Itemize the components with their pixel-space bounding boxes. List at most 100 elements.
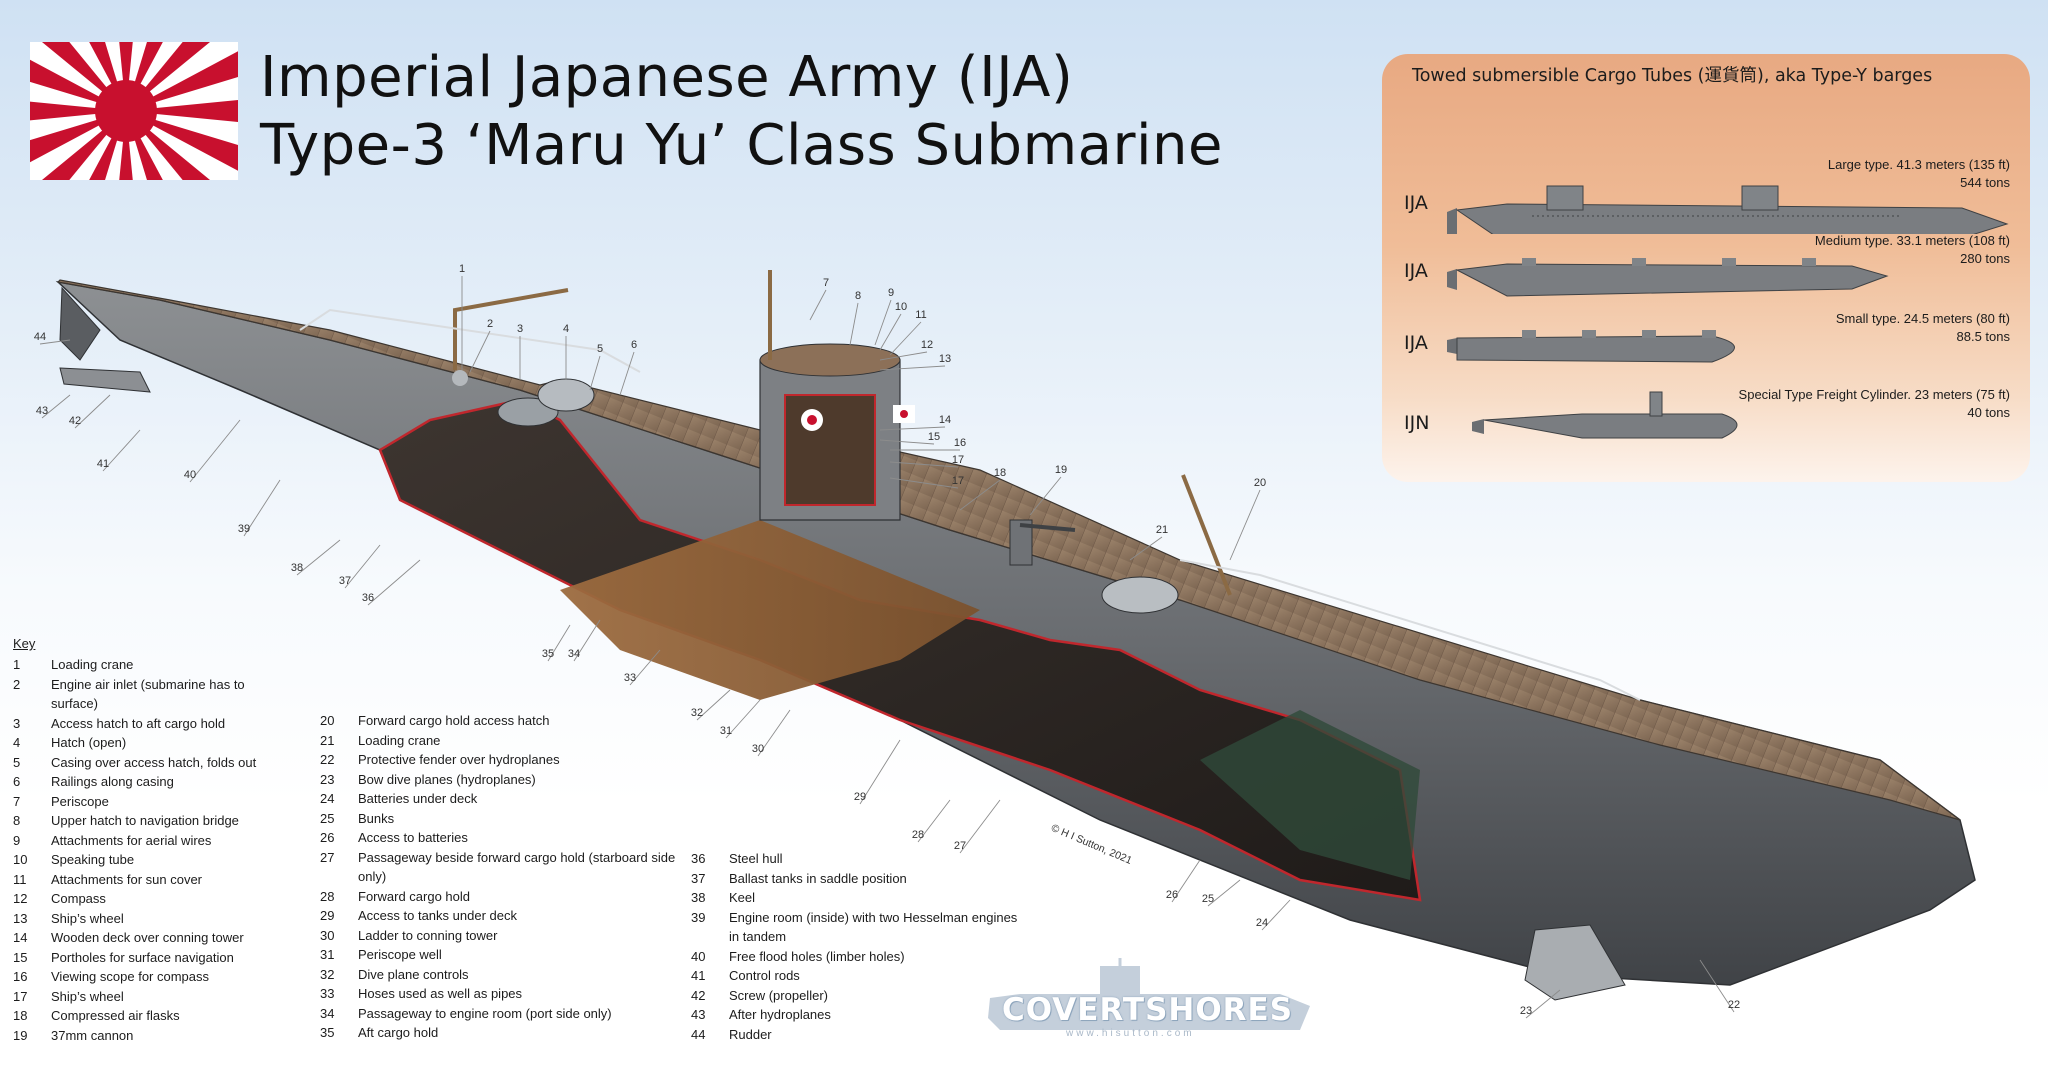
key-item-text: After hydroplanes xyxy=(729,1007,831,1022)
callout-leader-line xyxy=(1261,899,1291,931)
callout-leader-line xyxy=(757,709,791,757)
callout-leader-line xyxy=(1129,536,1163,561)
callout-leader-line xyxy=(189,419,241,483)
key-item-text: Ladder to conning tower xyxy=(358,927,498,943)
callout-number: 13 xyxy=(939,353,951,365)
cargo-tubes-panel: Towed submersible Cargo Tubes (運貨筒), aka… xyxy=(1382,54,2030,482)
flag-ray xyxy=(119,42,133,111)
callout-number: 7 xyxy=(823,277,829,289)
tube-large-drawing xyxy=(1447,185,2009,234)
callout-leader-line xyxy=(102,429,141,472)
key-item-text: Loading crane xyxy=(358,732,441,748)
key-item-number: 23 xyxy=(320,771,335,787)
callout-number: 20 xyxy=(1254,477,1266,489)
key-item-text: Engine air inlet (submarine has to surfa… xyxy=(51,676,245,712)
callout-number: 24 xyxy=(1256,917,1268,929)
callout-number: 4 xyxy=(563,323,569,335)
page-title: Imperial Japanese Army (IJA) xyxy=(260,45,1074,110)
key-item-text: Speaking tube xyxy=(51,852,135,867)
callout-number: 29 xyxy=(854,791,866,803)
callout-leader-line xyxy=(39,339,71,345)
submarine-silhouette-icon xyxy=(988,958,1310,1030)
callout-leader-line xyxy=(243,479,281,537)
callout-leader-line xyxy=(889,477,959,489)
key-item-number: 43 xyxy=(691,1007,706,1022)
key-item-text: Bow dive planes (hydroplanes) xyxy=(358,771,536,787)
key-item-number: 5 xyxy=(13,754,21,770)
key-item-text: Hatch (open) xyxy=(51,735,127,750)
key-item-number: 12 xyxy=(13,891,28,906)
callout-number: 44 xyxy=(34,331,46,343)
callout-leader-line xyxy=(547,624,571,662)
tube-service-label: IJN xyxy=(1404,412,1430,434)
key-item-text: Upper hatch to navigation bridge xyxy=(51,813,239,828)
callout-leader-line xyxy=(917,799,951,843)
callout-number: 15 xyxy=(928,431,940,443)
callout-number: 39 xyxy=(238,523,250,535)
callout-number: 43 xyxy=(36,405,48,417)
callout-leader-line xyxy=(725,699,761,739)
key-item-number: 26 xyxy=(320,830,335,845)
key-item-number: 9 xyxy=(13,832,21,848)
callout-number: 1 xyxy=(459,263,465,275)
callout-number: 2 xyxy=(487,318,493,330)
key-item-text: Access to tanks under deck xyxy=(358,908,517,923)
key-item-number: 40 xyxy=(691,948,706,964)
key-item-text: Forward cargo hold access hatch xyxy=(358,713,550,728)
callout-number: 21 xyxy=(1156,524,1168,536)
key-item-number: 36 xyxy=(691,851,706,866)
key-item-number: 19 xyxy=(13,1027,28,1043)
callout-number: 14 xyxy=(939,414,951,426)
key-item-number: 2 xyxy=(13,676,21,692)
callout-leader-line xyxy=(629,649,661,686)
callout-leader-line xyxy=(809,289,827,321)
key-item-text: Protective fender over hydroplanes xyxy=(358,752,560,767)
key-item-text: Compass xyxy=(51,891,106,906)
callout-number: 6 xyxy=(631,339,637,351)
key-item-number: 16 xyxy=(13,969,28,984)
callout-number: 33 xyxy=(624,672,636,684)
deck-cannon xyxy=(1009,519,1076,566)
key-item-text: Bunks xyxy=(358,810,395,826)
callout-leader-line xyxy=(469,330,491,373)
key-item-text: Ship’s wheel xyxy=(51,988,124,1004)
key-item-text: Steel hull xyxy=(729,851,783,866)
key-item-text: Rudder xyxy=(729,1026,772,1042)
cargo-panel-title: Towed submersible Cargo Tubes (運貨筒), aka… xyxy=(1412,66,1933,86)
callout-number: 16 xyxy=(954,437,966,449)
callout-leader-line xyxy=(1699,959,1735,1013)
bow-dive-plane xyxy=(1524,924,1626,1001)
key-item: 36 Steel hull xyxy=(691,849,1021,869)
tube-medium: IJA Medium type. 33.1 meters (108 ft) 28… xyxy=(1382,224,2030,304)
flag-ray xyxy=(119,111,133,180)
key-item-text: Compressed air flasks xyxy=(51,1008,180,1023)
flag-ray xyxy=(126,51,238,111)
key-item-number: 31 xyxy=(320,947,335,962)
callout-number: 38 xyxy=(291,562,303,574)
callout-number: 23 xyxy=(1520,1005,1532,1017)
callout-leader-line xyxy=(879,351,928,361)
callout-leader-line xyxy=(959,799,1001,854)
callout-number: 17 xyxy=(952,475,964,487)
callout-number: 28 xyxy=(912,829,924,841)
key-item-text: Ballast tanks in saddle position xyxy=(729,870,907,886)
key-item-number: 13 xyxy=(13,910,28,926)
key-item-number: 1 xyxy=(13,657,21,672)
callout-leader-line xyxy=(573,619,601,662)
